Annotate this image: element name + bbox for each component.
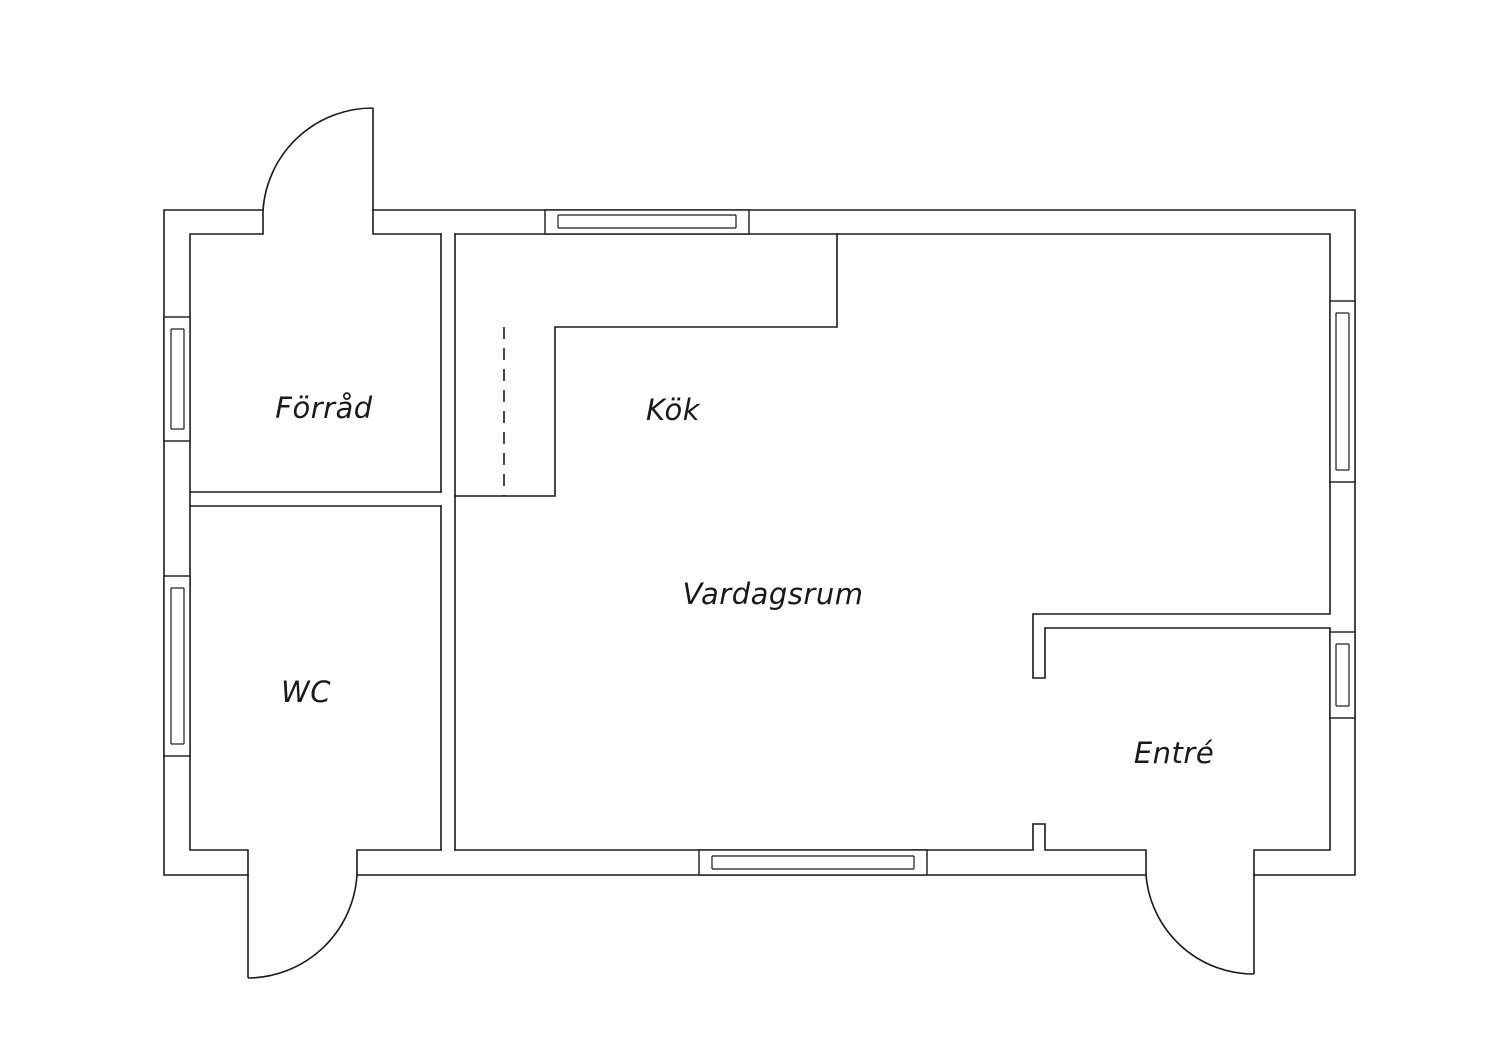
window-bottom (698, 849, 928, 876)
door-storage (262, 107, 374, 211)
kitchen-counter (454, 233, 838, 497)
room-label-kitchen: Kök (646, 393, 701, 427)
window-right-kitchen (1329, 300, 1356, 483)
room-label-wc: WC (281, 675, 331, 709)
window-left-wc (163, 575, 191, 757)
outer-walls (163, 209, 1356, 876)
interior-walls (189, 233, 838, 851)
window-right-entrance (1329, 631, 1356, 719)
window-top (544, 209, 750, 235)
window-left-storage (163, 316, 191, 442)
room-label-entrance: Entré (1134, 736, 1214, 770)
room-label-living: Vardagsrum (683, 577, 864, 611)
door-wc (247, 874, 358, 979)
room-label-storage: Förråd (275, 391, 373, 425)
door-entrance (1145, 874, 1255, 975)
